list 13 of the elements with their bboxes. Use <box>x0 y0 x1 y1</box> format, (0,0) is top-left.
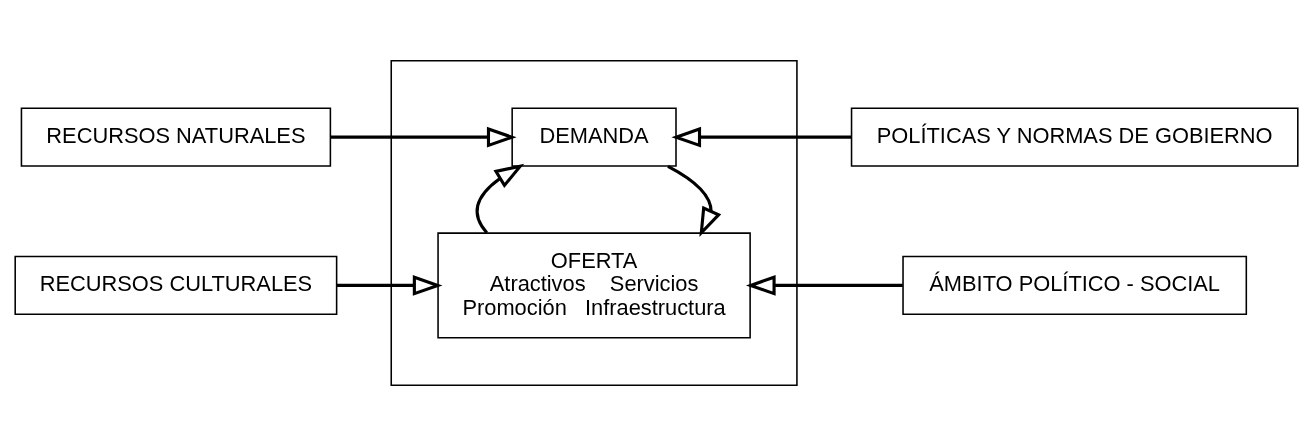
arrow <box>671 126 852 148</box>
arrow <box>330 126 517 148</box>
node-box: POLÍTICAS Y NORMAS DE GOBIERNO <box>850 107 1299 167</box>
node-box: RECURSOS NATURALES <box>20 107 332 167</box>
node-box: RECURSOS CULTURALES <box>14 255 338 315</box>
node-box: OFERTA Atractivos Servicios Promoción Infraestructura <box>437 231 751 338</box>
arrow <box>336 274 443 296</box>
cluster <box>390 59 798 386</box>
arrow <box>475 163 525 234</box>
node-box: ÁMBITO POLÍTICO - SOCIAL <box>902 255 1248 315</box>
arrow <box>667 164 722 237</box>
arrow <box>745 274 903 296</box>
node-box: DEMANDA <box>511 107 677 167</box>
